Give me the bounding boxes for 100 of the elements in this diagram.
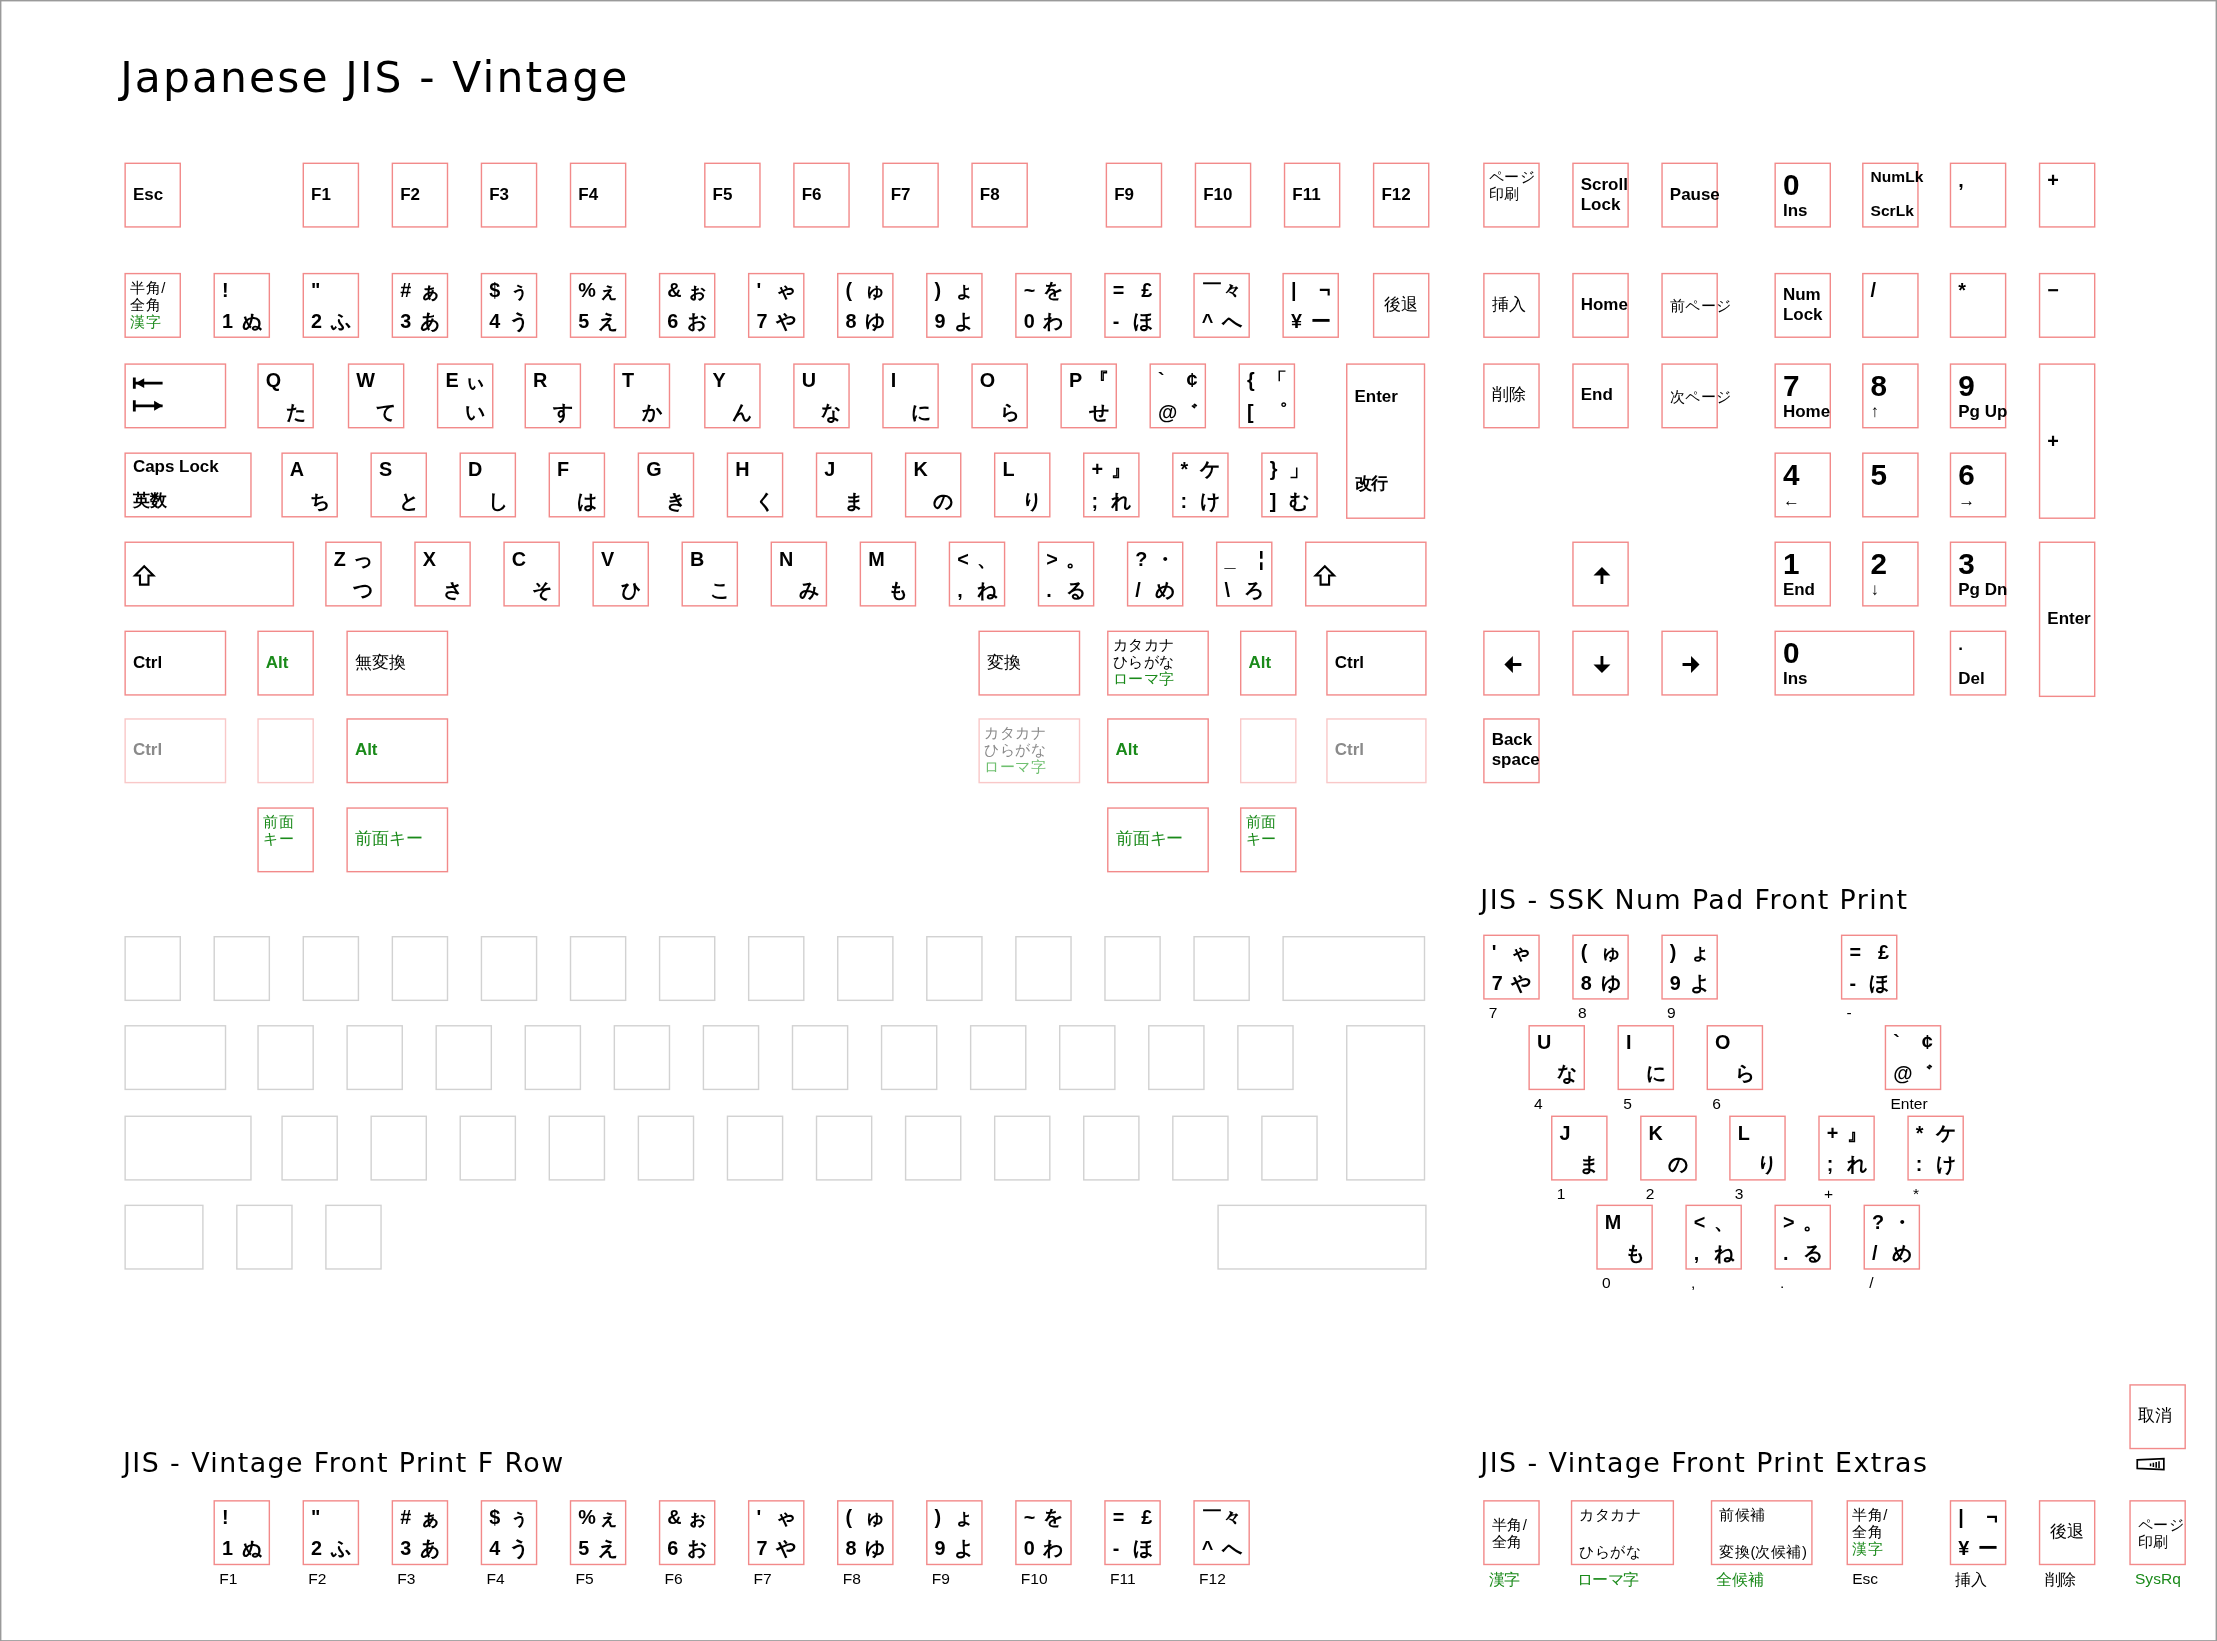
front-print-label: F6 [664, 1569, 683, 1587]
key-legend: ゜ [1266, 400, 1287, 423]
key-legend: * [1180, 458, 1189, 481]
key-legend: い [465, 400, 485, 423]
key [1862, 363, 1919, 429]
key-legend: カタカナ [1579, 1505, 1642, 1523]
key [1083, 452, 1140, 518]
section-heading: JIS - SSK Num Pad Front Print [1480, 883, 1909, 915]
key [124, 718, 227, 784]
key-legend: F12 [1381, 185, 1411, 205]
key-legend: ふ [330, 309, 351, 333]
key-legend: 7 [1782, 369, 1800, 404]
front-print-label: F1 [219, 1569, 238, 1587]
key-legend: 漢字 [1852, 1539, 1902, 1557]
key [480, 1500, 538, 1566]
key-legend: 4 [489, 1536, 501, 1560]
key [1282, 936, 1426, 1002]
key-legend: - [1112, 1536, 1120, 1560]
key [1105, 162, 1163, 228]
key-legend: せ [1088, 400, 1109, 423]
key-legend: F5 [712, 185, 733, 205]
key [1104, 272, 1161, 338]
key-legend: 4 [1782, 458, 1800, 493]
key [859, 541, 917, 607]
front-print-label: / [1869, 1273, 1874, 1291]
key-legend: E [445, 369, 459, 392]
key-legend: → [1958, 492, 1976, 512]
key [569, 272, 627, 338]
key [1282, 272, 1339, 338]
key-legend: わ [1043, 1536, 1064, 1560]
key [904, 452, 962, 518]
key [969, 1025, 1027, 1091]
key [480, 272, 538, 338]
key-legend: Back space [1491, 731, 1548, 771]
key [1238, 363, 1296, 429]
key-legend: K [913, 458, 928, 481]
key [1863, 1204, 1921, 1270]
key-legend: ょ [954, 1505, 975, 1529]
key [1729, 1115, 1786, 1181]
key-legend: > [1046, 547, 1058, 570]
key [1572, 162, 1629, 228]
key-legend: み [798, 578, 819, 601]
key-legend: ぬ [241, 309, 262, 333]
key [391, 1500, 449, 1566]
key [793, 162, 850, 228]
key-legend: ← [1782, 492, 1800, 512]
section-heading: JIS - Vintage Front Print F Row [123, 1446, 565, 1478]
key-legend: Q [265, 369, 282, 392]
key-legend: 、 [1713, 1210, 1734, 1234]
key [1572, 272, 1629, 338]
key-legend: ら [1734, 1061, 1755, 1085]
key-legend: や [776, 1536, 797, 1560]
key [1774, 162, 1831, 228]
key-legend: ゅ [865, 1505, 886, 1529]
key-legend: 9 [934, 309, 946, 333]
key-legend: Enter [1354, 387, 1398, 407]
key-legend: L [1002, 458, 1015, 481]
key [124, 1025, 227, 1091]
key-legend: > [1782, 1210, 1795, 1234]
key-legend: ケ [1200, 458, 1221, 481]
key [1104, 1500, 1161, 1566]
key-legend: 変換(次候補) [1719, 1542, 1807, 1560]
key [1172, 1115, 1229, 1181]
key-legend: ・ [1891, 1210, 1912, 1234]
key-legend: ¥ [1290, 309, 1302, 333]
key [281, 1115, 338, 1181]
key-legend: ょ [1689, 940, 1710, 963]
key-legend: く [755, 489, 775, 512]
key-legend: ` [1893, 1030, 1900, 1054]
key [569, 1500, 627, 1566]
key-legend: X [422, 547, 436, 570]
key [1107, 718, 1209, 784]
key-legend: 6 [667, 309, 679, 333]
key-legend: ま [1579, 1152, 1600, 1175]
key [1015, 272, 1072, 338]
key [548, 1115, 606, 1181]
front-print-label: F7 [753, 1569, 772, 1587]
key [2038, 1500, 2096, 1566]
key-legend: 9 [1669, 971, 1681, 994]
key-legend: ひ [620, 578, 641, 601]
front-print-label: 5 [1623, 1094, 1632, 1112]
key-legend: End [1782, 581, 1815, 601]
key-legend: そ [531, 578, 552, 601]
key-legend: 6 [1958, 458, 1975, 493]
key [391, 272, 449, 338]
key [1862, 541, 1919, 607]
key [503, 541, 560, 607]
key-legend: ケ [1935, 1121, 1956, 1144]
front-print-label: F11 [1109, 1569, 1136, 1587]
key-legend: , [957, 578, 963, 601]
key-legend: ローマ字 [1112, 670, 1179, 688]
key-legend: U [1536, 1030, 1552, 1054]
key-legend: ま [844, 489, 864, 512]
key-legend: か [641, 400, 662, 423]
key-legend: G [646, 458, 662, 481]
key [124, 162, 181, 228]
key-legend: Pause [1669, 185, 1720, 205]
key-legend: ￣ [1201, 1505, 1222, 1529]
front-print-label: 4 [1534, 1094, 1543, 1112]
front-print-label: 1 [1556, 1184, 1566, 1202]
